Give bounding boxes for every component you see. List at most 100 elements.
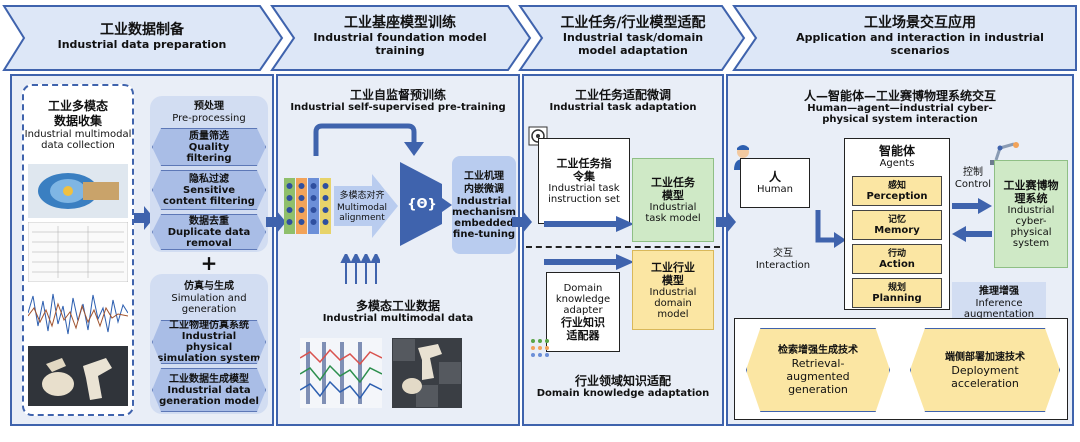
- rag-box: 检索增强生成技术 Retrieval-augmented generation: [746, 328, 890, 412]
- panel3-to-panel4-arrow: [716, 210, 736, 234]
- domain-adaptation-en: Domain knowledge adaptation: [536, 388, 710, 399]
- data-generation-cn: 工业数据生成模型: [169, 373, 249, 385]
- deployment-cn: 端侧部署加速技术: [945, 351, 1025, 363]
- model-symbol: {Θ}: [402, 188, 442, 220]
- training-loop-arrow: [313, 123, 424, 156]
- plus-sign: +: [196, 251, 222, 275]
- perception-cn: 感知: [887, 180, 906, 191]
- mechanism-cn: 工业机理内嵌微调: [464, 171, 504, 195]
- quality-filtering-cn: 质量筛选: [189, 130, 229, 142]
- control-arrow-right: [952, 198, 992, 214]
- domain-adaptation-cn: 行业领域知识适配: [574, 374, 671, 388]
- adapter-dots-icon: [531, 339, 549, 357]
- interaction-title: 人—智能体—工业赛博物理系统交互 Human—agent—industrial …: [760, 84, 1040, 130]
- duplicate-removal-en: Duplicate data removal: [167, 226, 251, 249]
- model-symbol-text: {Θ}: [407, 196, 437, 212]
- pretraining-cn: 工业自监督预训练: [349, 88, 446, 102]
- panel1-to-panel2-arrow: [266, 210, 286, 234]
- mechanical-part-image: [28, 346, 128, 406]
- stage-3-title: 工业任务/行业模型适配 Industrial task/domain model…: [544, 6, 722, 66]
- preprocess-cn: 预处理: [194, 101, 224, 112]
- deployment-en: Deployment acceleration: [951, 363, 1019, 390]
- task-model-box: 工业任务模型 Industrial task model: [632, 158, 714, 242]
- data-upward-arrows: [340, 254, 380, 284]
- preprocess-en: Pre-processing: [172, 113, 246, 124]
- physical-simulation-box: 工业物理仿真系统 Industrial physical simulation …: [152, 320, 266, 364]
- simulation-header: 仿真与生成 Simulation and generation: [150, 276, 268, 318]
- memory-cn: 记忆: [887, 214, 906, 225]
- interaction-label-en: Interaction: [755, 260, 811, 271]
- inference-en: Inference augmentation: [963, 297, 1035, 320]
- agent-memory: 记忆 Memory: [852, 210, 942, 240]
- foundation-model-shape: [400, 162, 442, 246]
- panel2-to-panel3-arrow: [512, 210, 532, 234]
- task-model-cn: 工业任务模型: [651, 176, 695, 202]
- task-adaptation-title: 工业任务适配微调 Industrial task adaptation: [526, 86, 720, 116]
- divider-dashed: [526, 246, 720, 248]
- multimodal-data-title: 多模态工业数据 Industrial multimodal data: [280, 296, 516, 328]
- control-en: Control: [954, 179, 992, 190]
- pretraining-en: Industrial self-supervised pre-training: [290, 102, 506, 113]
- adapter-en: Domain knowledge adapter: [555, 282, 611, 316]
- stage-2-cn: 工业基座模型训练: [344, 15, 456, 31]
- duplicate-removal-cn: 数据去重: [189, 215, 229, 227]
- data-generation-box: 工业数据生成模型 Industrial data generation mode…: [152, 368, 266, 412]
- cps-cn: 工业赛博物理系统: [1003, 179, 1059, 205]
- alignment-label: 多模态对齐 Multimodal alignment: [334, 186, 390, 226]
- stage-1-en: Industrial data preparation: [57, 37, 227, 51]
- human-en: Human: [756, 184, 794, 195]
- sensitive-filtering-en: Sensitive content filtering: [163, 184, 255, 207]
- stage-2-en: Industrial foundation model training: [313, 31, 487, 57]
- sensitive-filtering-box: 隐私过滤 Sensitive content filtering: [152, 170, 266, 210]
- task-adaptation-cn: 工业任务适配微调: [574, 88, 671, 102]
- stage-3-en: Industrial task/domain model adaptation: [562, 31, 704, 57]
- stage-4-en: Application and interaction in industria…: [796, 31, 1044, 57]
- physical-simulation-cn: 工业物理仿真系统: [169, 320, 249, 331]
- quality-filtering-box: 质量筛选 Quality filtering: [152, 128, 266, 166]
- stage-2-title: 工业基座模型训练 Industrial foundation model tra…: [296, 6, 504, 66]
- domain-model-cn: 工业行业模型: [651, 260, 695, 287]
- interaction-en: Human—agent—industrial cyber-physical sy…: [807, 102, 993, 125]
- sensitive-filtering-cn: 隐私过滤: [189, 173, 229, 185]
- part-grid-image: [392, 338, 462, 408]
- engine-image: [28, 164, 128, 218]
- human-cn: 人: [768, 170, 781, 184]
- knowledge-adapter-box: Domain knowledge adapter 行业知识适配器: [546, 272, 620, 352]
- stage-1-cn: 工业数据制备: [100, 21, 184, 38]
- stage-4-cn: 工业场景交互应用: [864, 15, 976, 31]
- planning-cn: 规划: [887, 282, 906, 293]
- agents-cn: 智能体: [878, 144, 915, 158]
- control-label: 控制 Control: [948, 164, 998, 192]
- planning-en: Planning: [872, 292, 922, 304]
- collection-cn: 工业多模态数据收集: [47, 99, 108, 128]
- collection-en: Industrial multimodal data collection: [24, 129, 132, 151]
- stage-1-title: 工业数据制备 Industrial data preparation: [28, 6, 256, 66]
- inference-cn: 推理增强: [979, 285, 1019, 297]
- agent-action: 行动 Action: [852, 244, 942, 274]
- plus-text: +: [200, 251, 218, 275]
- memory-en: Memory: [874, 224, 920, 236]
- human-box: 人 Human: [740, 158, 810, 208]
- cps-box: 工业赛博物理系统 Industrial cyber-physical syste…: [994, 160, 1068, 268]
- feedback-arrow-left: [952, 226, 992, 242]
- domain-adaptation-title: 行业领域知识适配 Domain knowledge adaptation: [526, 370, 720, 404]
- multimodal-data-cn: 多模态工业数据: [355, 299, 440, 313]
- domain-model-box: 工业行业模型 Industrial domain model: [632, 250, 714, 330]
- data-generation-en: Industrial data generation model: [159, 384, 259, 407]
- agent-planning: 规划 Planning: [852, 278, 942, 308]
- instruction-set-box: 工业任务指令集 Industrial task instruction set: [538, 138, 630, 224]
- instruction-set-cn: 工业任务指令集: [556, 157, 612, 183]
- domain-model-en: Industrial domain model: [649, 286, 697, 320]
- simulation-en: Simulation and generation: [171, 292, 247, 315]
- deployment-box: 端侧部署加速技术 Deployment acceleration: [910, 328, 1060, 412]
- alignment-en: Multimodal alignment: [336, 202, 387, 223]
- alignment-arrow: [334, 174, 398, 238]
- rag-cn: 检索增强生成技术: [778, 345, 858, 356]
- duplicate-removal-box: 数据去重 Duplicate data removal: [152, 214, 266, 250]
- table-document-image: [28, 222, 128, 282]
- multimodal-data-en: Industrial multimodal data: [322, 313, 474, 324]
- adapter-cn: 行业知识适配器: [561, 315, 605, 342]
- control-cn: 控制: [963, 167, 983, 178]
- stage-banner: [2, 5, 1077, 71]
- alignment-cn: 多模态对齐: [339, 190, 385, 201]
